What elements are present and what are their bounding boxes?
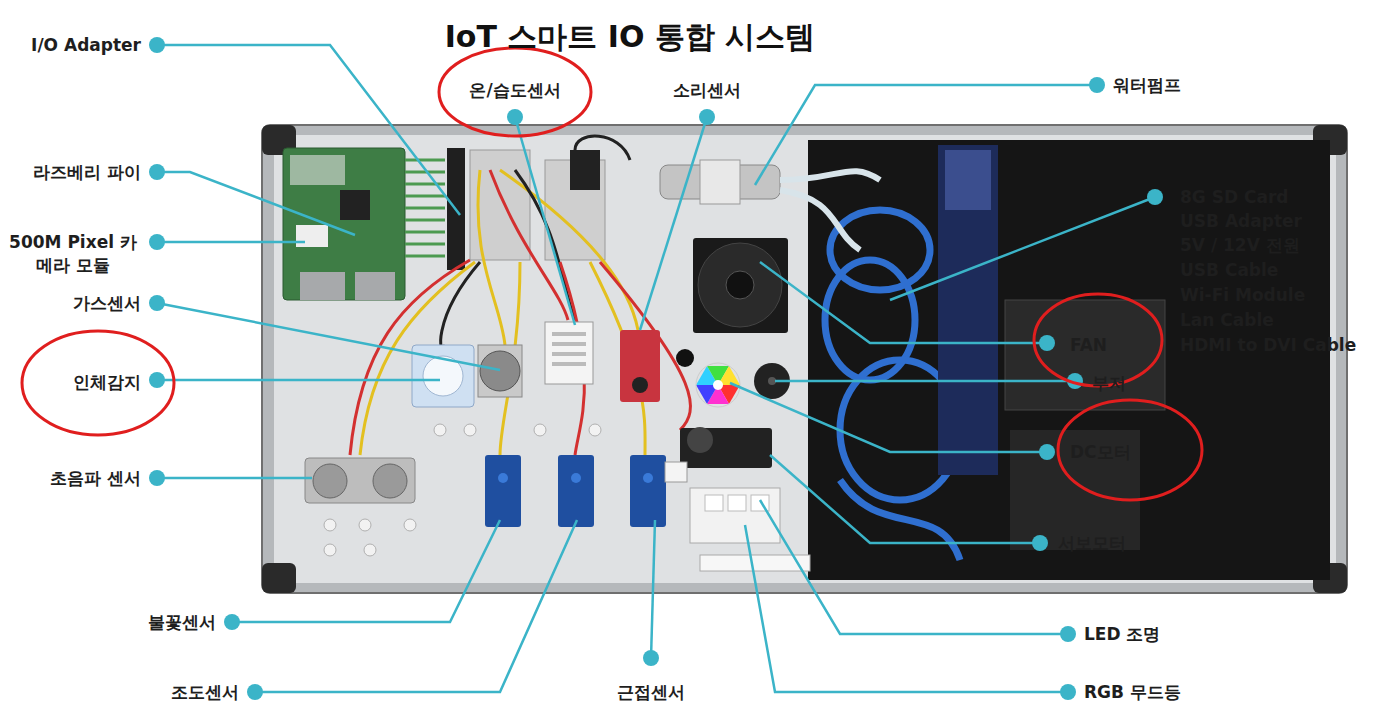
part-label: LED 조명 — [1084, 623, 1160, 646]
part-label: RGB 무드등 — [1084, 681, 1181, 704]
part-label: 인체감지 — [73, 371, 141, 394]
part-label: 초음파 센서 — [50, 467, 141, 490]
part-label: I/O Adapter — [31, 34, 141, 57]
part-label: 워터펌프 — [1113, 74, 1181, 97]
part-label: 서보모터 — [1058, 532, 1126, 555]
part-label: 온/습도센서 — [469, 79, 560, 102]
diagram-title: IoT 스마트 IO 통합 시스템 — [445, 17, 816, 58]
part-label: USB Adapter — [1180, 210, 1302, 233]
part-label: 500M Pixel 카메라 모듈 — [3, 231, 143, 277]
part-label: 불꽃센서 — [148, 611, 216, 634]
part-label: 조도센서 — [171, 681, 239, 704]
part-label: 가스센서 — [73, 292, 141, 315]
part-label: 소리센서 — [673, 79, 741, 102]
part-label: 라즈베리 파이 — [33, 161, 141, 184]
part-label: DC모터 — [1070, 441, 1131, 464]
part-label: 8G SD Card — [1180, 186, 1288, 209]
part-label: Wi-Fi Module — [1180, 284, 1305, 307]
part-label: 근접센서 — [617, 681, 685, 704]
part-label: 5V / 12V 전원 — [1180, 234, 1300, 257]
part-label: FAN — [1070, 334, 1107, 357]
part-label: Lan Cable — [1180, 309, 1274, 332]
part-label: 부저 — [1092, 372, 1126, 395]
part-label: USB Cable — [1180, 259, 1278, 282]
part-label: HDMI to DVI Cable — [1180, 334, 1356, 357]
